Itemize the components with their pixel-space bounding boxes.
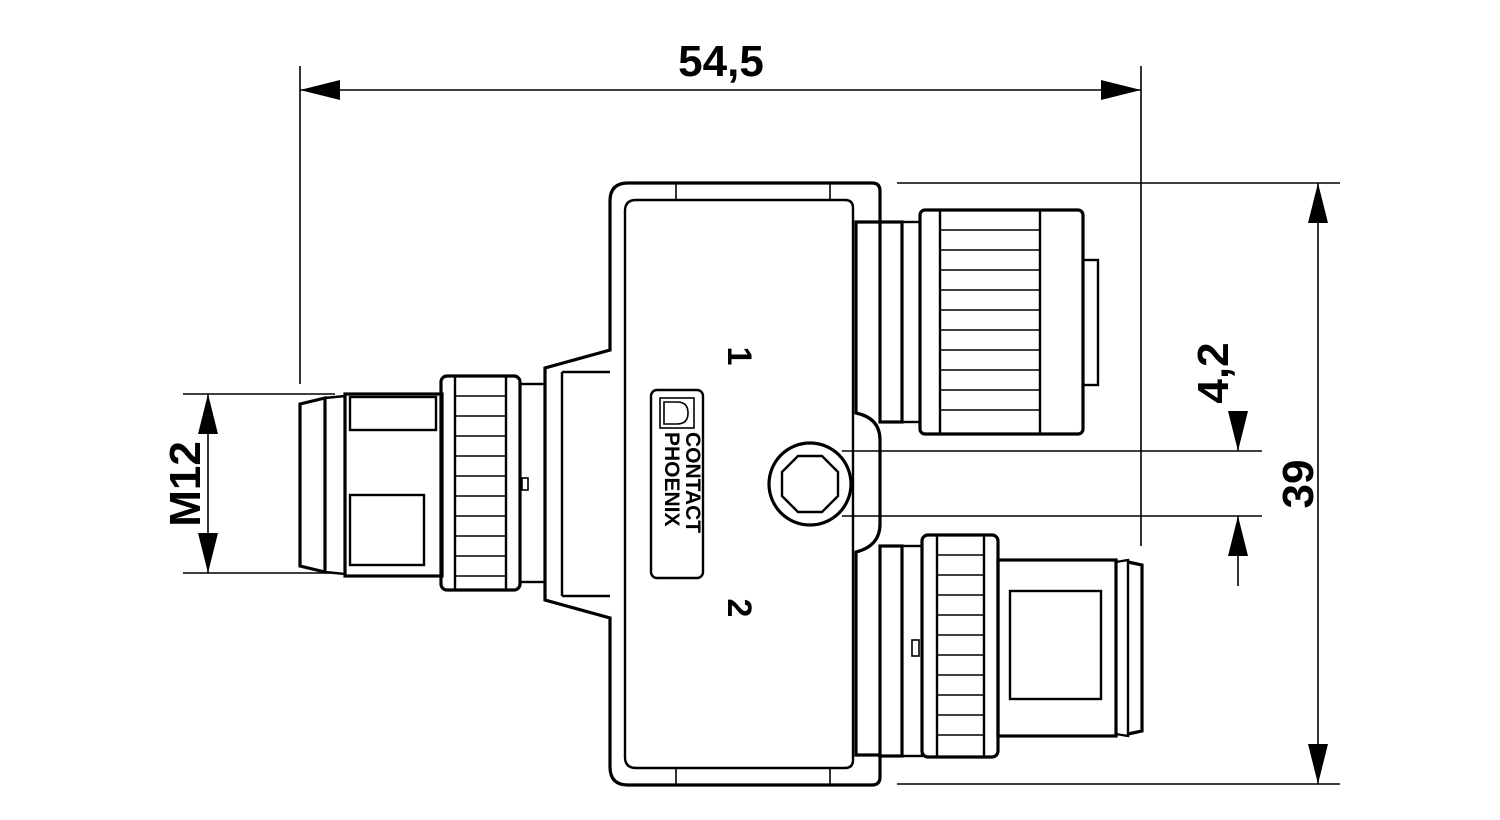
dimension-offset: 4,2 bbox=[842, 342, 1262, 586]
port-1-connector bbox=[878, 208, 1100, 436]
phoenix-contact-logo: PHOENIX CONTACT bbox=[649, 388, 705, 580]
dimension-width: 54,5 bbox=[299, 37, 1142, 546]
dimension-offset-label: 4,2 bbox=[1189, 342, 1238, 403]
dimension-thread-label: M12 bbox=[161, 441, 210, 527]
port-1-label: 1 bbox=[720, 347, 758, 366]
housing bbox=[543, 181, 882, 787]
port-2-connector bbox=[878, 533, 1144, 759]
dimension-height: 39 bbox=[897, 182, 1340, 785]
dimension-width-label: 54,5 bbox=[678, 37, 764, 86]
dimension-height-label: 39 bbox=[1274, 460, 1323, 509]
port-2-label: 2 bbox=[720, 599, 758, 618]
mounting-hole bbox=[767, 441, 853, 527]
logo-text-line-2: CONTACT bbox=[681, 432, 704, 533]
dimension-thread: M12 bbox=[161, 393, 335, 574]
left-connector bbox=[298, 374, 547, 592]
logo-text-line-1: PHOENIX bbox=[660, 432, 683, 527]
